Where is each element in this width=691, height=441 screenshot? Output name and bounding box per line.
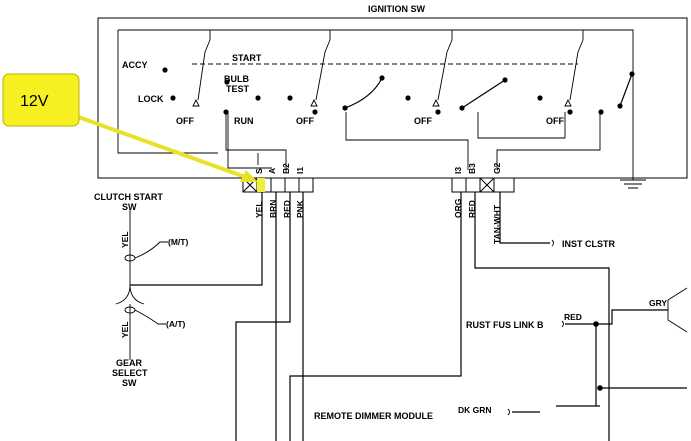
wire-pnk: PNK [295, 199, 305, 218]
callout-12v-text: 12V [20, 93, 49, 110]
pin-s: S [254, 168, 264, 174]
switch-contacts [162, 67, 635, 115]
harness-wires [115, 192, 688, 441]
wire-red-fus: RED [564, 312, 582, 322]
wire-red: RED [282, 200, 292, 218]
wire-yel-gear: YEL [120, 321, 130, 338]
ignition-switch-box [97, 17, 688, 179]
label-accy: ACCY [122, 60, 148, 70]
label-test: TEST [226, 84, 250, 94]
wire-dk-grn: DK GRN [458, 405, 492, 415]
callout-12v: 12V [2, 73, 80, 127]
inst-clstr-label: INST CLSTR [562, 239, 615, 249]
clutch-start-label-2: SW [122, 202, 137, 212]
pin-i1: I1 [295, 167, 305, 174]
wire-brn: BRN [268, 200, 278, 218]
wire-yel-clutch: YEL [120, 231, 130, 248]
wire-red-b3: RED [467, 200, 477, 218]
pin-g2: G2 [492, 162, 502, 174]
label-off-4: OFF [546, 116, 564, 126]
gear-select-label-3: SW [122, 378, 137, 388]
wire-tan-wht: TAN-WHT [492, 204, 502, 244]
wire-org: ORG [453, 198, 463, 218]
label-lock: LOCK [138, 94, 164, 104]
pin-i3: I3 [453, 167, 463, 174]
label-start: START [232, 53, 262, 63]
remote-dimmer-label: REMOTE DIMMER MODULE [314, 411, 433, 421]
gear-select-label-2: SELECT [112, 368, 148, 378]
label-off-1: OFF [176, 116, 194, 126]
pin-b3: B3 [467, 163, 477, 174]
gear-select-label-1: GEAR [116, 358, 143, 368]
highlighted-pin [257, 178, 265, 192]
switch-internal-lines [117, 29, 646, 189]
label-run: RUN [234, 116, 254, 126]
callout-arrow [69, 112, 258, 182]
rust-fus-link-label: RUST FUS LINK B [466, 320, 544, 330]
label-off-3: OFF [414, 116, 432, 126]
clutch-start-label-1: CLUTCH START [94, 192, 163, 202]
wire-yel: YEL [254, 201, 264, 218]
connector-right [451, 177, 515, 193]
label-at: (A/T) [166, 319, 186, 329]
pin-a: A [267, 168, 277, 174]
ignition-switch-title: IGNITION SW [368, 4, 426, 14]
connector-left [242, 177, 314, 193]
label-mt: (M/T) [168, 237, 188, 247]
label-off-2: OFF [296, 116, 314, 126]
label-bulb: BULB [224, 74, 249, 84]
pin-b2: B2 [281, 163, 291, 174]
wire-gry: GRY [649, 298, 667, 308]
